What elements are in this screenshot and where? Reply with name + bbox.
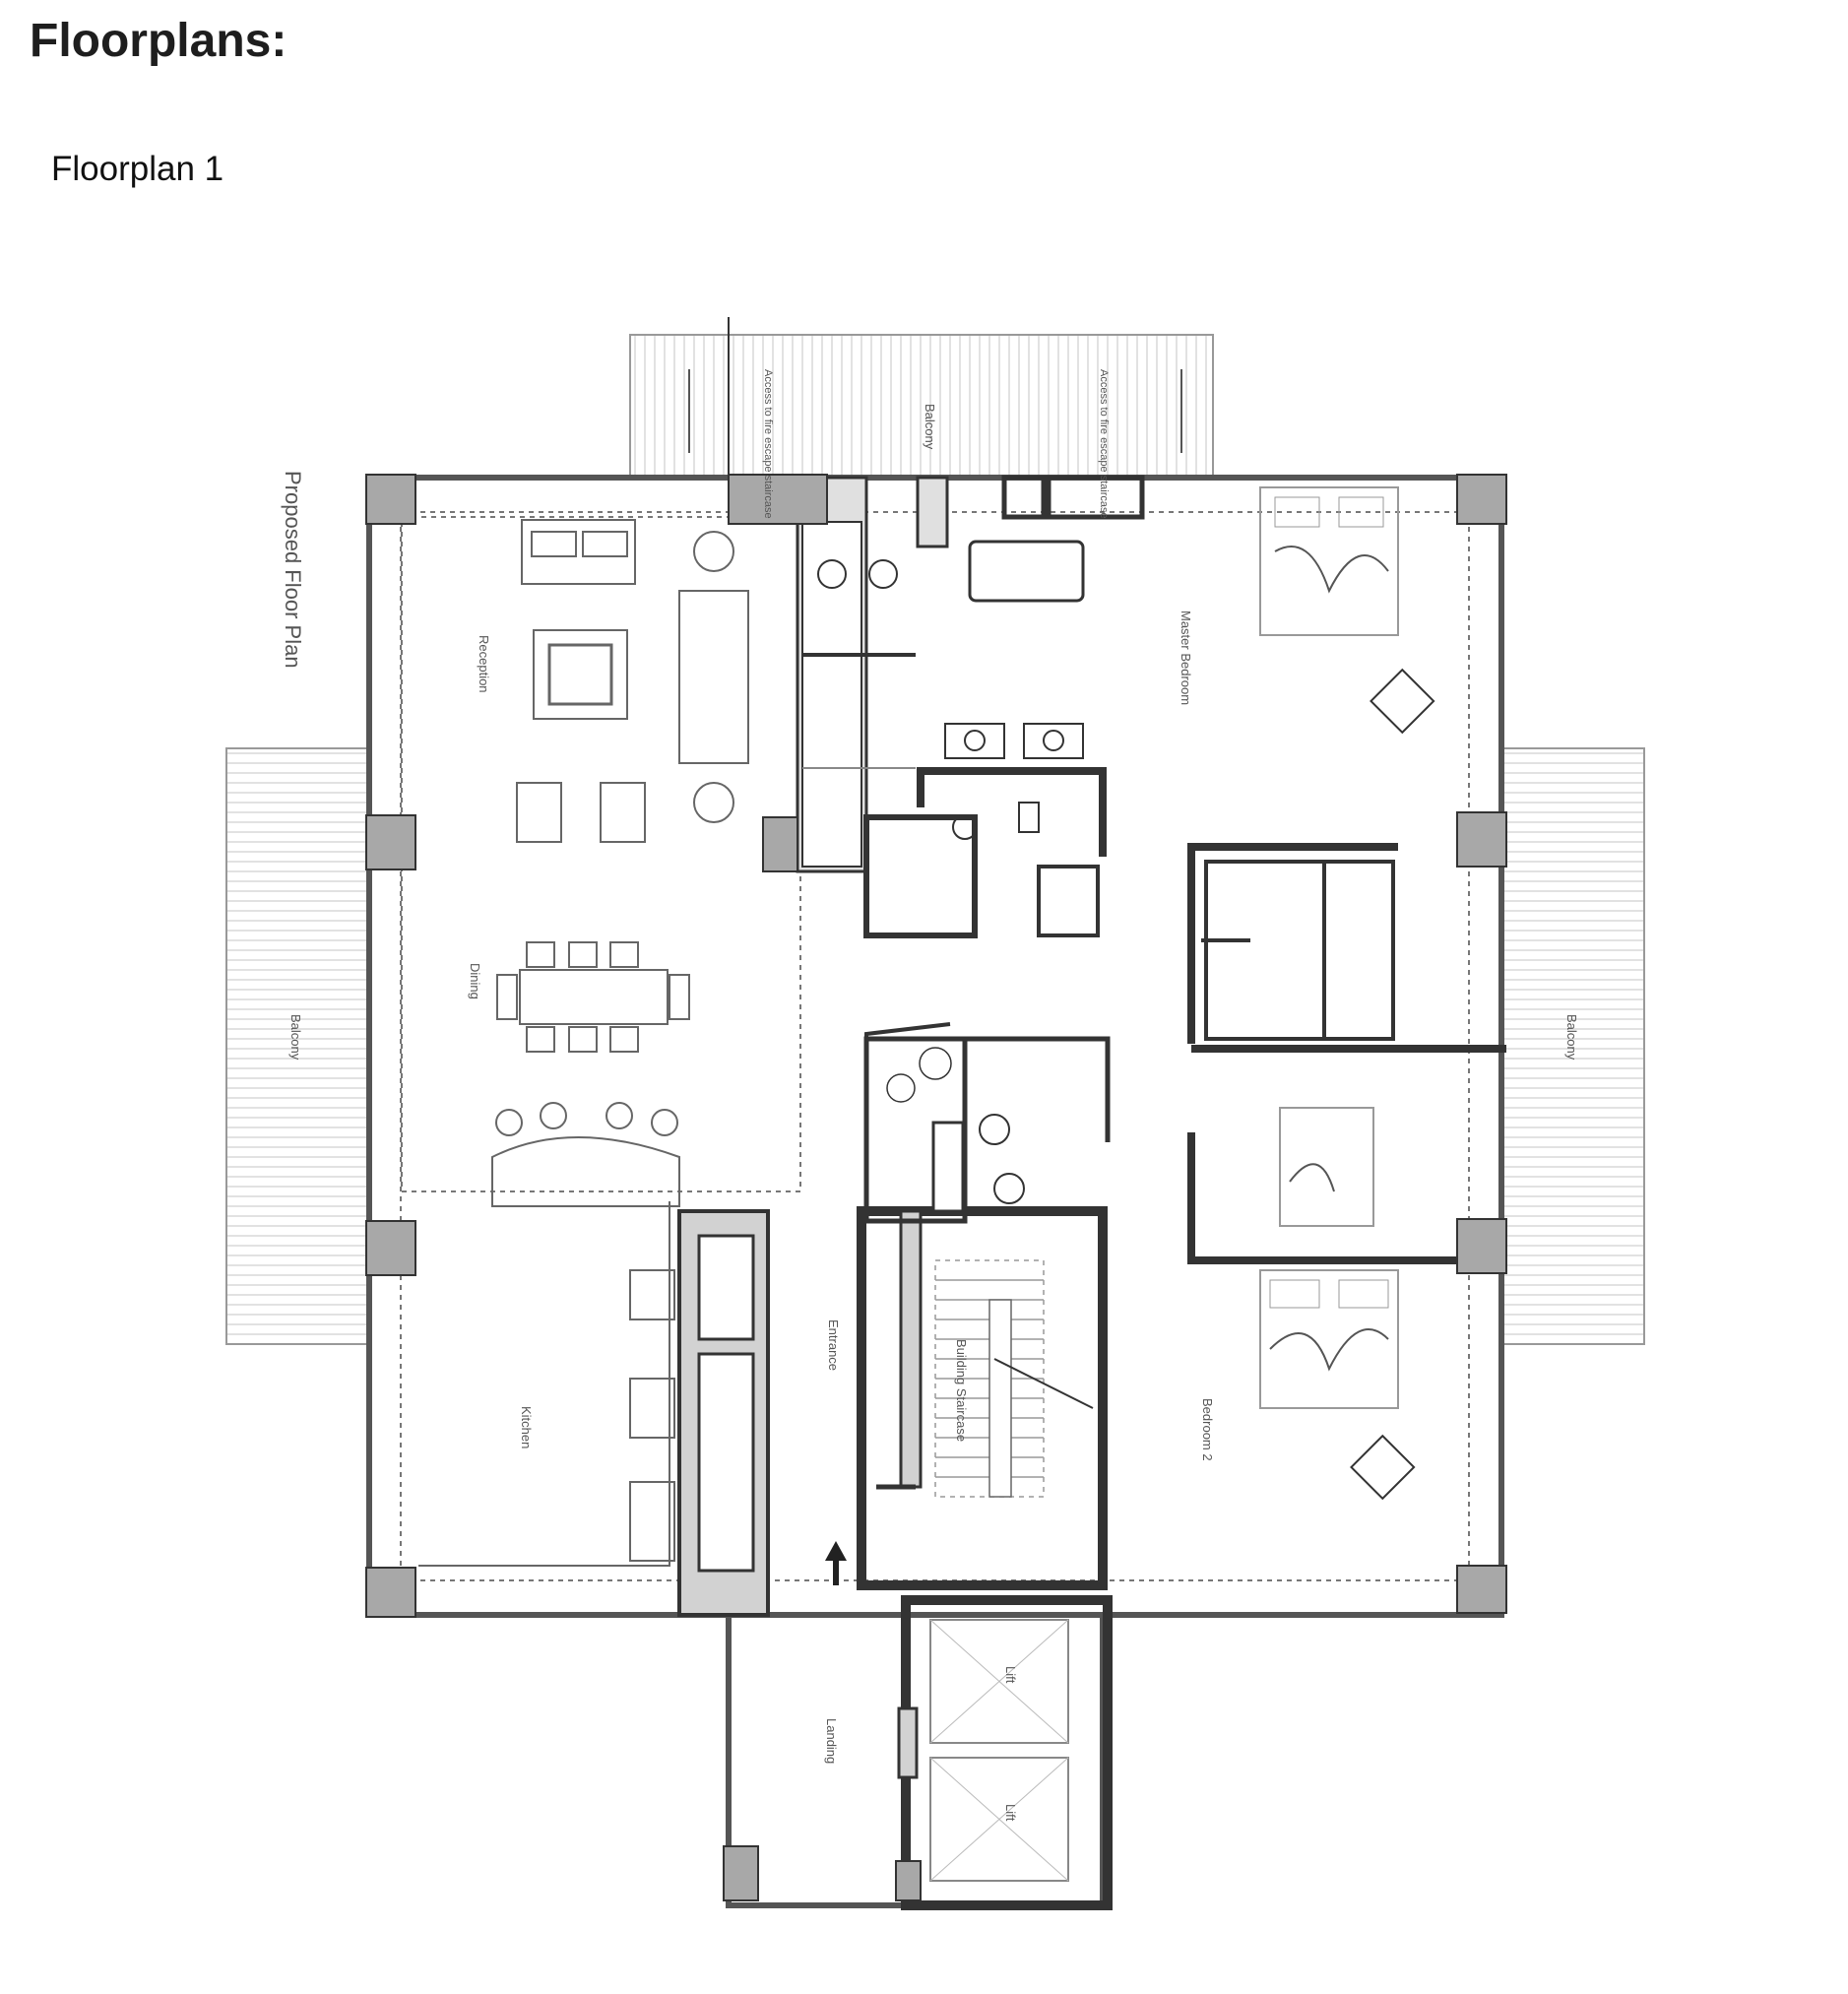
room-label-kitchen: Kitchen xyxy=(519,1406,534,1448)
lift-shafts xyxy=(897,1595,1113,1910)
living-furniture xyxy=(418,519,749,1567)
room-label-dining: Dining xyxy=(468,963,482,999)
entry-arrow-icon xyxy=(825,1541,847,1585)
room-label-balcony-right: Balcony xyxy=(1564,1014,1579,1061)
proposed-floor-plan-label: Proposed Floor Plan xyxy=(281,471,305,669)
bedrooms xyxy=(1187,486,1506,1501)
balcony-top xyxy=(629,317,1214,479)
room-label-bedroom-2: Bedroom 2 xyxy=(1200,1398,1215,1461)
label-access-left: Access to fire escape staircase xyxy=(762,369,774,519)
room-label-entrance: Entrance xyxy=(826,1319,841,1371)
page-title: Floorplans: xyxy=(30,15,287,67)
room-label-balcony-top: Balcony xyxy=(923,404,937,450)
room-label-lift-2: Lift xyxy=(1003,1804,1018,1822)
room-label-master-bedroom: Master Bedroom xyxy=(1179,611,1193,705)
balcony-left xyxy=(225,747,370,1345)
bathrooms xyxy=(796,475,1145,938)
balcony-right xyxy=(1500,747,1645,1345)
room-label-balcony-left: Balcony xyxy=(288,1014,303,1061)
room-label-landing: Landing xyxy=(824,1718,839,1764)
building-staircase xyxy=(934,1259,1094,1498)
room-label-reception: Reception xyxy=(477,635,491,693)
structural-columns xyxy=(365,474,1507,1901)
wc-rooms xyxy=(863,1022,1111,1224)
core-walls xyxy=(677,1206,1108,1617)
reception-zone xyxy=(401,516,801,1192)
label-access-right: Access to fire escape staircase xyxy=(1098,369,1110,519)
room-label-lift-1: Lift xyxy=(1003,1666,1018,1684)
room-label-building-staircase: Building Staircase xyxy=(954,1339,969,1442)
floorplan-caption: Floorplan 1 xyxy=(51,150,224,188)
